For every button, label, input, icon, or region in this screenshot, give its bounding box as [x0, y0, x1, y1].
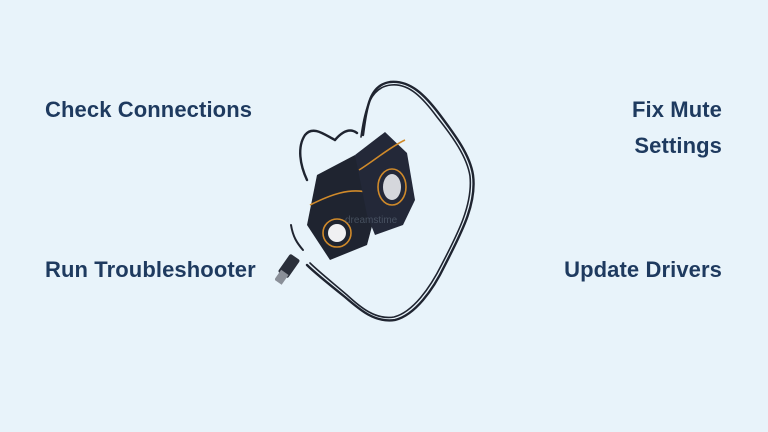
check-connections-label: Check Connections [45, 97, 253, 122]
usb-plug-icon [275, 254, 300, 285]
speakers-image: dreamstime [275, 80, 475, 322]
run-troubleshooter-label: Run Troubleshooter [45, 257, 256, 282]
right-speaker-icon [355, 132, 415, 235]
fix-mute-settings-label: Fix Mute Settings [632, 92, 722, 164]
update-drivers-label: Update Drivers [564, 257, 722, 282]
settings-line: Settings [634, 133, 722, 158]
left-speaker-icon [307, 155, 375, 260]
cable-icon [290, 80, 475, 322]
fix-mute-line: Fix Mute [631, 97, 722, 122]
watermark-text: dreamstime [345, 215, 398, 226]
